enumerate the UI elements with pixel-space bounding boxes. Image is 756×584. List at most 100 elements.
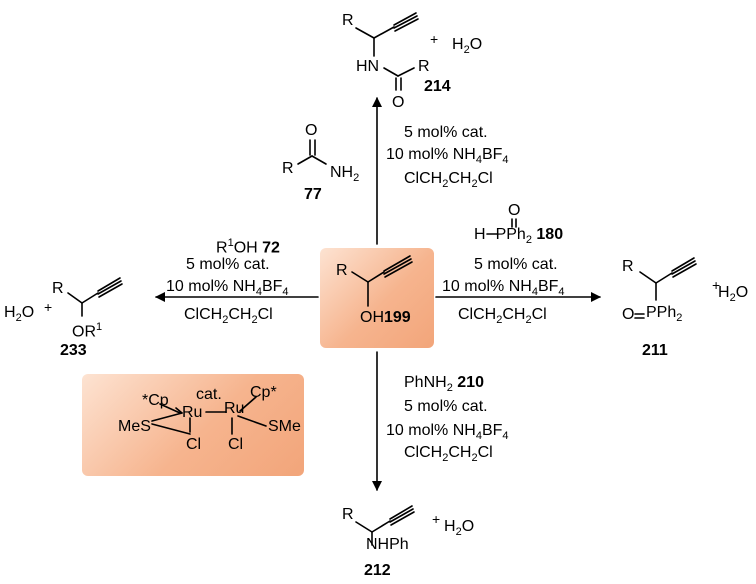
bottom-product-bonds (355, 505, 415, 546)
bottom-water-o: O (461, 518, 475, 535)
left-cond2-sub2: 4 (282, 286, 289, 299)
left-product-or: OR1 (72, 318, 102, 341)
top-product-water: H2O (452, 36, 483, 57)
right-product-r: R (622, 258, 634, 275)
top-condition-3: ClCH2CH2Cl (404, 170, 493, 191)
catalyst-bonds (151, 396, 267, 435)
left-water-h: H (4, 304, 16, 321)
left-reagent-id: 72 (262, 239, 280, 257)
right-pph-sub: 2 (676, 312, 683, 325)
catalyst-sme: SMe (268, 418, 301, 435)
right-condition-2: 10 mol% NH4BF4 (442, 278, 565, 299)
bottom-water-h: H (444, 518, 456, 535)
center-oh-text: OH (360, 309, 384, 326)
catalyst-cl-2: Cl (228, 436, 244, 453)
right-product-id: 211 (642, 342, 668, 359)
top-product-hn: HN (356, 58, 380, 75)
right-water-o: O (735, 284, 749, 301)
right-reagent-p: PPh (495, 226, 526, 243)
bottom-product-plus: + (432, 511, 441, 527)
left-cond3-sub1: 2 (222, 314, 229, 327)
amide-nh-sub: 2 (353, 172, 360, 185)
center-compound-id: 199 (384, 309, 411, 326)
top-product-r1: R (342, 12, 354, 29)
left-water-o: O (21, 304, 35, 321)
right-product-o: O (622, 306, 635, 323)
left-reagent: R1OH 72 (216, 234, 280, 257)
catalyst-cat: cat. (196, 386, 222, 403)
right-condition-1: 5 mol% cat. (474, 256, 558, 273)
left-cond3-a: ClCH (184, 306, 223, 323)
left-product-bonds (67, 277, 123, 317)
water-o: O (469, 36, 483, 53)
left-product-r: R (52, 280, 64, 297)
bottom-water-sub: 2 (455, 526, 462, 539)
center-molecule-bonds (351, 255, 413, 307)
bottom-condition-2: 10 mol% NH4BF4 (386, 422, 509, 443)
catalyst-highlight (82, 374, 304, 476)
left-cond3-sub2: 2 (251, 314, 258, 327)
left-or: OR (72, 323, 96, 341)
left-cond2-a: 10 mol% NH (166, 278, 256, 295)
amide-r: R (282, 160, 294, 177)
right-condition-3: ClCH2CH2Cl (458, 306, 547, 327)
right-reagent-sub: 2 (525, 234, 532, 247)
top-condition-2: 10 mol% NH4BF4 (386, 146, 509, 167)
left-cond3-b: CH (228, 306, 252, 323)
catalyst-mes: MeS (118, 418, 151, 435)
right-product-plus: + (712, 277, 721, 293)
right-product-bonds (634, 257, 697, 319)
center-oh: OH199 (360, 309, 411, 327)
catalyst-cp-left: *Cp (142, 392, 169, 409)
catalyst-ru-2: Ru (224, 400, 245, 417)
left-condition-2: 10 mol% NH4BF4 (166, 278, 289, 301)
left-water-sub: 2 (15, 312, 22, 325)
bottom-product-water: H2O (444, 518, 474, 541)
right-reagent: H PPh2 180 (474, 226, 563, 249)
amide-nh: NH (330, 164, 354, 181)
top-product-r2: R (418, 58, 430, 75)
catalyst-cp-right: Cp* (250, 384, 277, 401)
left-condition-1: 5 mol% cat. (186, 256, 270, 273)
left-reagent-oh: OH (233, 239, 258, 257)
right-reagent-o: O (508, 202, 521, 219)
right-water-h: H (718, 284, 730, 301)
bottom-reagent-name: PhNH (404, 374, 447, 391)
center-r: R (336, 262, 348, 279)
right-reagent-id: 180 (536, 226, 564, 243)
left-product-water: H2O (4, 304, 34, 327)
bottom-reagent-id: 210 (457, 374, 484, 391)
right-pph: PPh (646, 304, 677, 321)
water-h: H (452, 36, 464, 53)
right-product-pph2: PPh2 (646, 304, 682, 327)
phosphine-oxide-bonds (486, 218, 517, 235)
center-substrate-highlight (320, 248, 434, 348)
bottom-product-id: 212 (364, 562, 391, 579)
top-condition-1: 5 mol% cat. (404, 124, 488, 141)
bottom-reagent-sub: 2 (446, 382, 453, 395)
right-product-water: H2O (718, 284, 748, 307)
left-or-sup: 1 (96, 321, 103, 333)
bottom-reagent: PhNH2 210 (404, 374, 484, 397)
left-cond2-sub1: 4 (255, 286, 262, 299)
top-product-bonds (355, 12, 419, 91)
bottom-product-r: R (342, 506, 354, 523)
right-reagent-h: H (474, 226, 486, 243)
left-product-id: 233 (60, 342, 87, 359)
amide-o: O (305, 122, 318, 139)
left-reagent-sup: 1 (227, 237, 234, 249)
catalyst-cl-1: Cl (186, 436, 202, 453)
left-cond2-b: BF (261, 278, 283, 295)
top-product-plus: + (430, 31, 439, 47)
right-water-sub: 2 (729, 292, 736, 305)
left-cond3-c: Cl (257, 306, 273, 323)
left-product-plus: + (44, 299, 53, 315)
top-product-id: 214 (424, 78, 451, 95)
amide-bonds (297, 139, 327, 165)
left-condition-3: ClCH2CH2Cl (184, 306, 273, 329)
amide-nh2: NH2 (330, 164, 359, 187)
amide-compound-id: 77 (304, 186, 322, 203)
bottom-condition-1: 5 mol% cat. (404, 398, 488, 415)
